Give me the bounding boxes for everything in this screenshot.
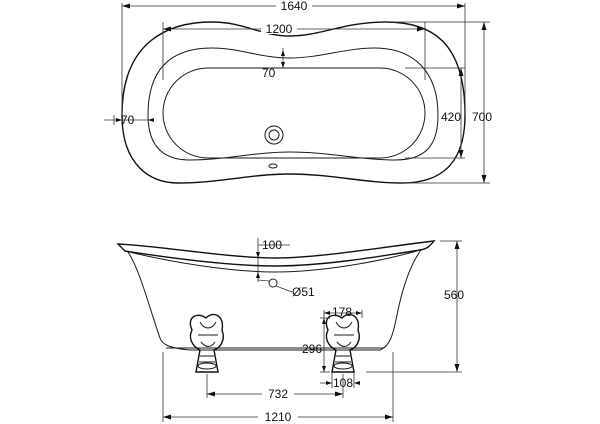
dim-foot-width-label: 178 (332, 305, 352, 319)
overflow-icon (268, 163, 278, 169)
top-view: 1640 1200 70 70 (104, 0, 492, 184)
dim-overall-width: 700 (385, 21, 492, 184)
dim-inner-length-label: 1200 (266, 22, 293, 36)
tub-basin-outline (162, 67, 426, 159)
dim-inner-width-label: 420 (441, 110, 461, 124)
dim-rim-thickness-label: 100 (262, 238, 282, 252)
tub-rim-inner-outline (147, 47, 439, 161)
dim-inner-length: 1200 (162, 22, 426, 80)
side-view: 100 Ø51 560 178 (116, 238, 464, 424)
dim-rim-width-side: 70 (104, 113, 154, 127)
dim-rim-width-side-label: 70 (121, 113, 135, 127)
dim-overall-width-label: 700 (472, 110, 492, 124)
dim-rim-width-top: 70 (262, 48, 285, 80)
dim-waste-diameter-label: Ø51 (292, 285, 315, 299)
dim-foot-height: 296 (302, 317, 330, 373)
dim-rim-width-top-label: 70 (262, 66, 276, 80)
dim-foot-height-label: 296 (302, 342, 322, 356)
dim-foot-width: 178 (323, 305, 363, 319)
waste-outlet-icon (268, 278, 278, 288)
dim-feet-outer-span: 1210 (162, 352, 394, 424)
drain-outer-icon (264, 125, 284, 145)
dim-feet-outer-span-label: 1210 (265, 410, 292, 424)
dim-height: 560 (366, 240, 464, 373)
dim-inner-width: 420 (405, 67, 465, 159)
tub-rim-profile (116, 240, 436, 267)
dim-waste-diameter: Ø51 (275, 285, 315, 299)
dim-height-label: 560 (444, 288, 464, 302)
dim-foot-base: 108 (320, 372, 360, 390)
dim-feet-spacing-label: 732 (268, 387, 288, 401)
dim-overall-length-label: 1640 (281, 0, 308, 13)
tub-outer-outline (121, 21, 466, 184)
tub-body-profile (127, 249, 422, 351)
drain-inner-icon (268, 129, 280, 141)
claw-foot-right (325, 313, 360, 373)
dim-feet-spacing: 732 (206, 374, 344, 401)
claw-foot-left (189, 313, 224, 373)
dim-rim-thickness: 100 (256, 238, 290, 282)
